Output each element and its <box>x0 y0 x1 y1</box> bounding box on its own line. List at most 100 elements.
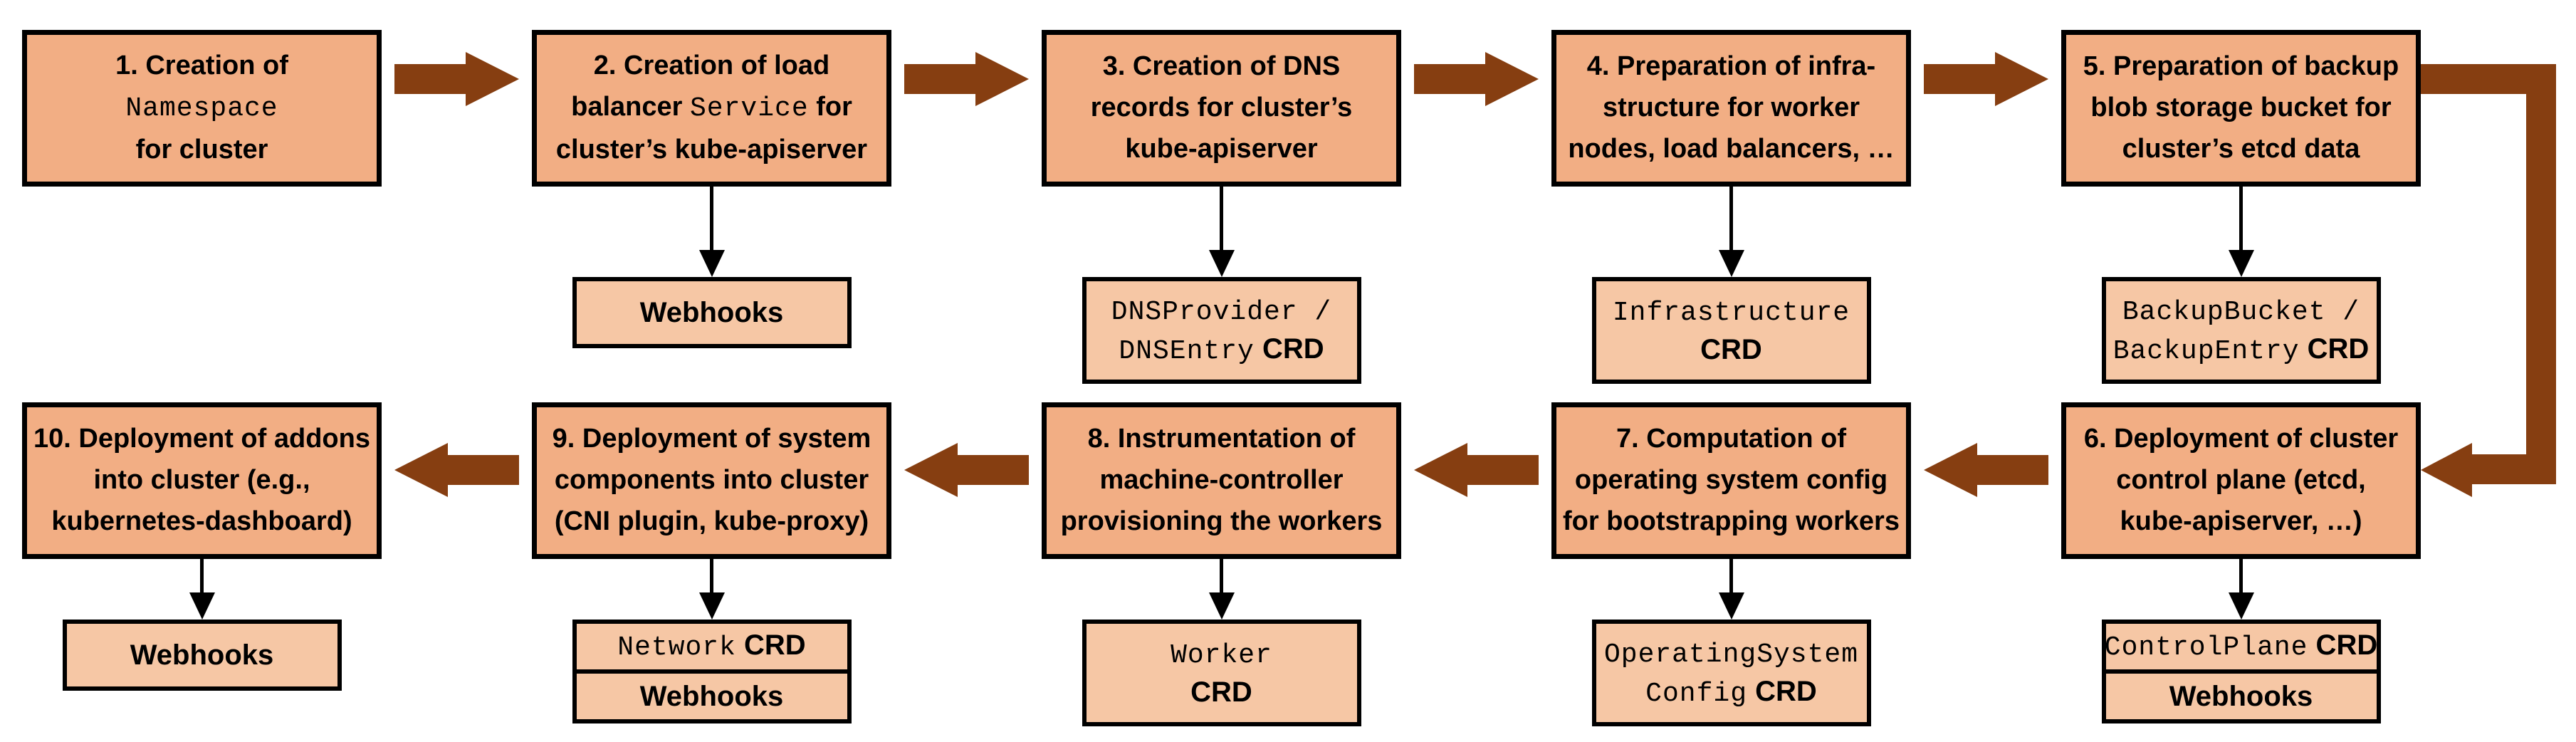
sub-box-10-0: Webhooks <box>62 620 342 691</box>
arrow-tail <box>1976 455 2048 485</box>
arrow-tail <box>394 64 466 94</box>
step-label-line: 7. Computation of <box>1616 419 1846 460</box>
step-label-line: 10. Deployment of addons <box>33 419 370 460</box>
down-connector-5 <box>2227 187 2256 277</box>
flow-arrow-1-2 <box>394 52 519 106</box>
connector-line <box>1220 187 1223 250</box>
arrowhead-down-icon <box>1208 250 1235 277</box>
step-label-line: 9. Deployment of system <box>553 419 871 460</box>
step-label-line: balancer Service for <box>571 87 852 130</box>
arrow-tail <box>1924 64 1996 94</box>
step-label-line: cluster’s kube-apiserver <box>556 130 867 171</box>
step-label-line: 3. Creation of DNS <box>1103 46 1341 88</box>
step-label-line: provisioning the workers <box>1061 501 1383 543</box>
text-token: for bootstrapping workers <box>1563 506 1900 536</box>
connector-line <box>2239 559 2243 592</box>
connector-line <box>710 187 713 250</box>
sub-box-label-line: Network CRD <box>617 627 805 666</box>
step-label-line: kubernetes-dashboard) <box>51 501 352 543</box>
text-token: kube-apiserver, …) <box>2120 506 2362 536</box>
text-token: for cluster <box>135 134 268 164</box>
sub-box-label-line: DNSProvider / <box>1111 291 1331 330</box>
step-label-line: 5. Preparation of backup <box>2083 46 2399 88</box>
sub-box-6-0: ControlPlane CRD <box>2101 620 2381 674</box>
sub-box-5-0: BackupBucket /BackupEntry CRD <box>2101 277 2381 384</box>
sub-box-9-1: Webhooks <box>572 669 852 723</box>
elbow-segment-vertical <box>2526 64 2556 484</box>
down-connector-4 <box>1717 187 1746 277</box>
down-connector-2 <box>698 187 726 277</box>
arrow-tail <box>904 64 976 94</box>
arrowhead-left-icon <box>1414 443 1467 497</box>
sub-box-label-line: Worker <box>1171 634 1272 674</box>
text-token: for <box>808 92 852 122</box>
step-label-line: (CNI plugin, kube-proxy) <box>555 501 869 543</box>
down-connector-3 <box>1208 187 1236 277</box>
text-token: nodes, load balancers, … <box>1568 133 1895 164</box>
arrow-tail <box>1467 455 1539 485</box>
code-token: DNSProvider / <box>1111 296 1332 328</box>
code-token: Infrastructure <box>1612 298 1850 329</box>
sub-box-9-0: Network CRD <box>572 620 852 674</box>
flow-arrow-2-3 <box>904 52 1029 106</box>
text-token: Webhooks <box>639 296 784 328</box>
sub-box-6-1: Webhooks <box>2101 669 2381 723</box>
text-token: 4. Preparation of infra- <box>1586 51 1876 82</box>
text-token: operating system config <box>1574 465 1888 496</box>
step-label-line: structure for worker <box>1603 88 1860 129</box>
arrowhead-left-icon <box>394 443 448 497</box>
arrowhead-down-icon <box>1208 592 1235 620</box>
arrowhead-down-icon <box>189 592 215 620</box>
step-label-line: 8. Instrumentation of <box>1088 419 1356 460</box>
arrowhead-down-icon <box>1718 592 1744 620</box>
step-label-line: kube-apiserver, …) <box>2120 501 2362 543</box>
text-token: control plane (etcd, <box>2116 465 2366 496</box>
code-token: Service <box>690 93 809 125</box>
text-token: structure for worker <box>1602 93 1860 123</box>
text-token: 9. Deployment of system <box>552 424 871 454</box>
arrowhead-left-icon <box>2421 443 2472 497</box>
text-token: machine-controller <box>1099 465 1344 496</box>
code-token: OperatingSystem <box>1603 639 1859 670</box>
sub-box-label-line: Webhooks <box>640 678 784 716</box>
step-label-line: 6. Deployment of cluster <box>2084 419 2398 460</box>
sub-box-label-line: Webhooks <box>130 637 274 674</box>
step-label-line: records for cluster’s <box>1091 88 1352 129</box>
flow-arrow-6-7 <box>1924 443 2048 497</box>
arrowhead-down-icon <box>1718 250 1744 277</box>
flow-arrow-4-5 <box>1924 52 2048 106</box>
text-token: 7. Computation of <box>1616 424 1846 454</box>
elbow-segment-bottom <box>2472 454 2556 484</box>
sub-box-group-3: DNSProvider /DNSEntry CRD <box>1082 277 1361 384</box>
text-token: 3. Creation of DNS <box>1102 51 1341 82</box>
text-token: records for cluster’s <box>1090 93 1353 123</box>
step-label-line: components into cluster <box>555 460 869 501</box>
step-label-line: 2. Creation of load <box>594 46 829 87</box>
step-label-line: control plane (etcd, <box>2116 460 2365 501</box>
code-token: DNSEntry <box>1119 336 1255 367</box>
sub-box-group-5: BackupBucket /BackupEntry CRD <box>2101 277 2381 384</box>
sub-box-label-line: Webhooks <box>2169 678 2313 716</box>
text-token: Webhooks <box>2169 680 2313 712</box>
flow-arrow-7-8 <box>1414 443 1539 497</box>
text-token: cluster’s etcd data <box>2122 133 2360 164</box>
code-token: ControlPlane <box>2104 632 2308 664</box>
step-column-8: 8. Instrumentation of machine-controller p… <box>1042 402 1401 726</box>
step-label-line: 4. Preparation of infra- <box>1587 46 1875 88</box>
text-token: 8. Instrumentation of <box>1087 424 1356 454</box>
step-column-6: 6. Deployment of cluster control plane (e… <box>2061 402 2421 723</box>
sub-box-group-2: Webhooks <box>572 277 852 348</box>
text-token: 5. Preparation of backup <box>2083 51 2399 82</box>
text-token: components into cluster <box>554 465 869 496</box>
step-box-6: 6. Deployment of cluster control plane (e… <box>2061 402 2421 559</box>
